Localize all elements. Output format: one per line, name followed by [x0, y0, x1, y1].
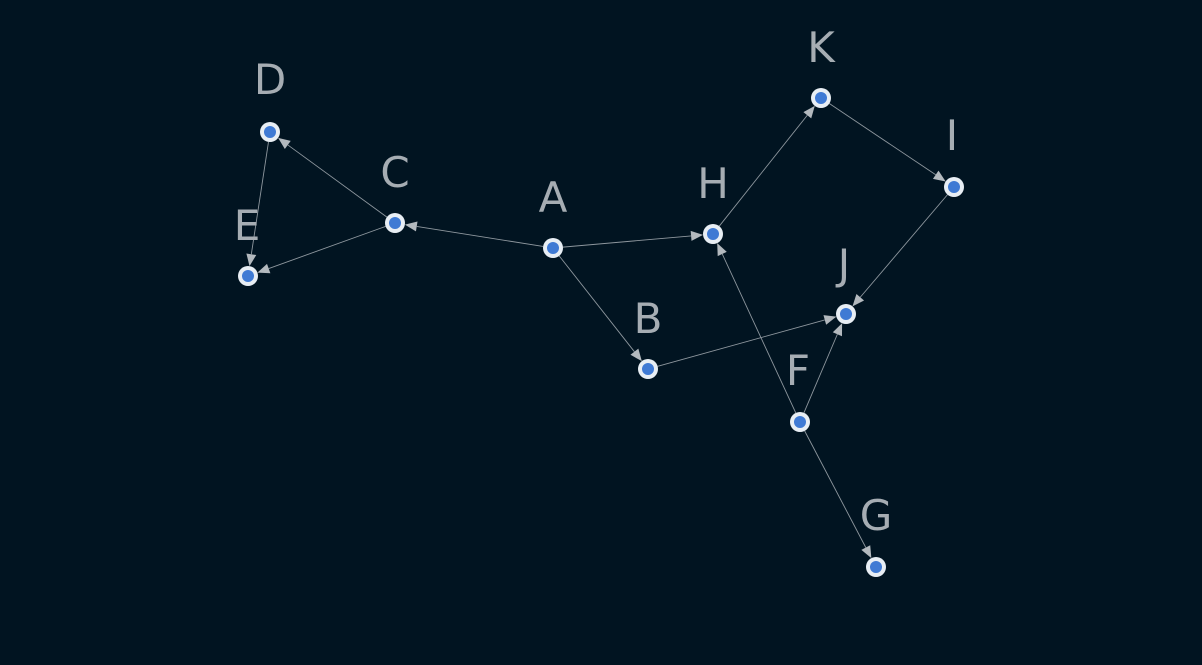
edge-A-B	[558, 255, 642, 362]
edge-line	[829, 103, 936, 176]
edge-F-G	[804, 430, 872, 559]
nodes-layer: A B C D E F G H I J K	[234, 23, 964, 577]
edge-I-J	[852, 194, 948, 307]
edge-line	[287, 144, 388, 218]
edge-H-K	[718, 105, 815, 227]
edge-F-H	[717, 243, 797, 414]
node-label: K	[807, 23, 836, 72]
node-K[interactable]: K	[807, 23, 836, 108]
arrowhead-icon	[257, 263, 271, 274]
node-H[interactable]: H	[697, 159, 729, 244]
edge-line	[803, 334, 838, 413]
arrowhead-icon	[832, 323, 843, 337]
edge-line	[250, 141, 269, 255]
node-label: I	[946, 111, 958, 160]
arrowhead-icon	[932, 170, 946, 182]
node-C[interactable]: C	[380, 148, 410, 233]
arrowhead-icon	[803, 105, 815, 119]
node-core	[707, 228, 719, 240]
node-core	[948, 181, 960, 193]
edge-F-J	[803, 323, 843, 413]
node-D[interactable]: D	[254, 55, 286, 142]
node-label: B	[634, 294, 663, 343]
node-G[interactable]: G	[860, 491, 893, 577]
edge-K-I	[829, 103, 946, 182]
node-core	[794, 416, 806, 428]
node-label: D	[254, 55, 286, 104]
node-label: G	[860, 491, 893, 540]
node-label: F	[786, 346, 810, 395]
edge-A-C	[404, 221, 544, 247]
node-core	[840, 308, 852, 320]
edge-line	[721, 253, 797, 414]
node-F[interactable]: F	[786, 346, 810, 432]
edge-line	[804, 430, 867, 548]
node-label: C	[380, 148, 409, 197]
node-I[interactable]: I	[944, 111, 964, 197]
edge-D-E	[246, 141, 269, 267]
node-core	[242, 270, 254, 282]
node-B[interactable]: B	[634, 294, 663, 379]
arrowhead-icon	[852, 294, 865, 307]
node-core	[870, 561, 882, 573]
node-label: H	[697, 159, 729, 208]
node-J[interactable]: J	[835, 240, 856, 324]
arrowhead-icon	[404, 221, 418, 232]
node-E[interactable]: E	[234, 201, 261, 286]
node-core	[642, 363, 654, 375]
arrowhead-icon	[861, 545, 872, 559]
node-label: A	[539, 173, 568, 222]
node-core	[547, 242, 559, 254]
node-label: E	[234, 201, 261, 250]
node-core	[389, 217, 401, 229]
edge-C-D	[278, 137, 388, 218]
edge-line	[859, 194, 948, 298]
arrowhead-icon	[278, 137, 291, 149]
edges-layer	[246, 103, 948, 559]
arrowhead-icon	[630, 348, 642, 362]
arrowhead-icon	[246, 253, 257, 267]
edge-C-E	[257, 225, 386, 274]
node-label: J	[835, 240, 850, 289]
node-A[interactable]: A	[539, 173, 568, 258]
edge-line	[657, 319, 825, 367]
edge-line	[416, 225, 544, 247]
arrowhead-icon	[717, 243, 727, 257]
edge-line	[562, 235, 692, 248]
edge-line	[558, 255, 635, 352]
edge-B-J	[657, 315, 837, 367]
node-core	[264, 126, 276, 138]
edge-A-H	[562, 230, 704, 248]
node-core	[815, 92, 827, 104]
edge-line	[718, 114, 808, 227]
edge-line	[268, 225, 386, 269]
arrowhead-icon	[823, 315, 837, 325]
arrowhead-icon	[690, 230, 704, 241]
